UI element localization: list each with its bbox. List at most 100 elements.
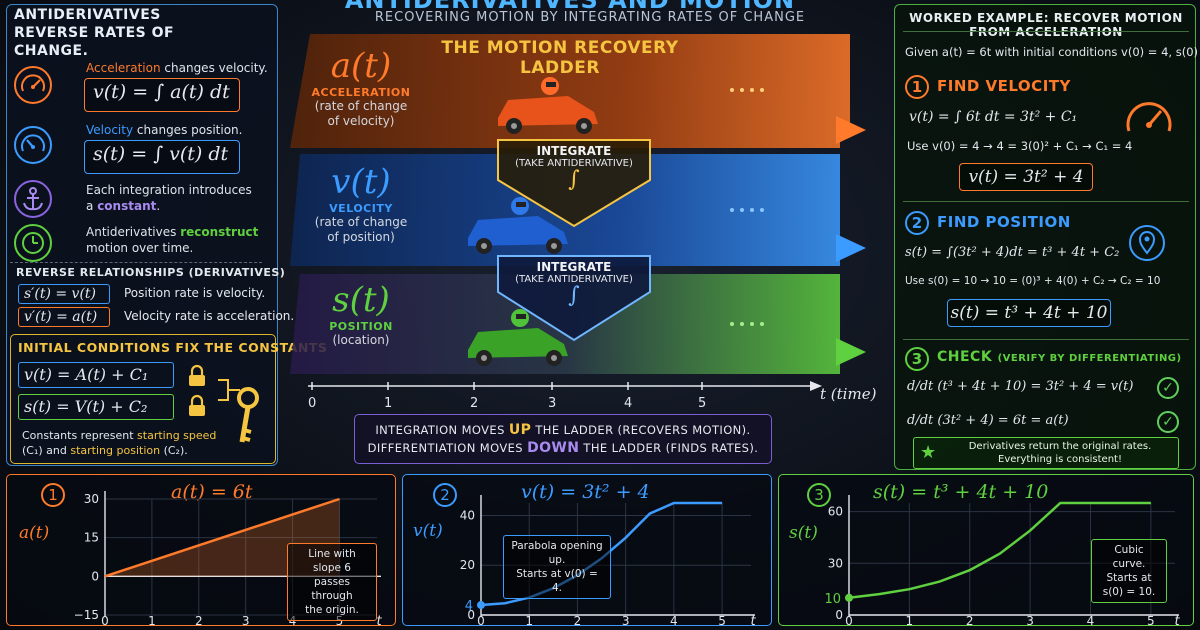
anchor-icon xyxy=(14,180,52,218)
confirm-box: ★ Derivatives return the original rates.… xyxy=(913,437,1179,469)
series-line xyxy=(848,501,1151,600)
time-tick: 4 xyxy=(624,396,633,411)
integrate-label-2: INTEGRATE (TAKE ANTIDERIVATIVE) ∫ xyxy=(515,260,633,308)
graph-1-ylabel: a(t) xyxy=(19,523,50,543)
y-tick-label: 0 xyxy=(467,608,475,622)
x-tick-label: 4 xyxy=(670,614,678,627)
time-tick: 2 xyxy=(470,396,479,411)
green-kart xyxy=(468,309,568,366)
orange-kart xyxy=(498,77,598,134)
location-pin-icon xyxy=(1127,223,1167,267)
clock-icon xyxy=(14,224,52,262)
acceleration-arrowhead xyxy=(836,116,866,144)
we-divider xyxy=(903,31,1189,32)
we-divider xyxy=(903,201,1189,202)
step-1-use: Use v(0) = 4 → 4 = 3(0)² + C₁ → C₁ = 4 xyxy=(907,139,1133,153)
ladder-bands xyxy=(290,34,866,391)
acceleration-chart: 012345t30150−15 xyxy=(74,491,382,627)
position-arrowhead xyxy=(836,338,866,366)
check-1: d/dt (t³ + 4t + 10) = 3t² + 4 = v(t) xyxy=(907,379,1134,394)
we-divider xyxy=(903,339,1189,340)
step-2-result: s(t) = t³ + 4t + 10 xyxy=(947,299,1111,327)
initial-conditions-panel xyxy=(10,334,276,464)
step-3-circle: 3 xyxy=(905,347,929,371)
x-tick-label: 3 xyxy=(622,614,630,627)
x-tick-label: 2 xyxy=(195,614,203,627)
ic-velocity-formula: v(t) = A(t) + C₁ xyxy=(18,362,174,388)
velocity-band-label: v(t) VELOCITY (rate of change of positio… xyxy=(314,162,408,244)
y-tick-label: 40 xyxy=(460,508,475,522)
ic-note: Constants represent starting speed (C₁) … xyxy=(22,429,217,457)
acceleration-band xyxy=(290,34,850,148)
constant-description: Each integration introduces a constant. xyxy=(86,183,252,213)
time-axis-ticks xyxy=(311,382,703,390)
time-tick: 5 xyxy=(698,396,707,411)
worked-example-panel: WORKED EXAMPLE: RECOVER MOTION FROM ACCE… xyxy=(894,4,1200,470)
reverse-relationships-title: REVERSE RELATIONSHIPS (DERIVATIVES) xyxy=(16,266,286,279)
main-title: ANTIDERIVATIVES AND MOTION xyxy=(344,0,796,14)
worked-example-title: WORKED EXAMPLE: RECOVER MOTION FROM ACCE… xyxy=(909,11,1183,39)
y-tick-label: 60 xyxy=(828,505,843,519)
time-tick: 3 xyxy=(548,396,557,411)
subtitle: RECOVERING MOTION BY INTEGRATING RATES O… xyxy=(374,10,806,25)
accel-description: Acceleration changes velocity. xyxy=(86,61,268,75)
x-tick-label: 2 xyxy=(574,614,582,627)
rev-text-velocity: Velocity rate is acceleration. xyxy=(124,309,295,323)
lock-icon-2 xyxy=(186,394,208,422)
graph-2-number: 2 xyxy=(433,483,457,507)
x-tick-label: 0 xyxy=(101,614,109,627)
blue-kart xyxy=(468,197,568,254)
graph-panel-acceleration: 1 a(t) = 6t a(t) 012345t30150−15 Line wi… xyxy=(6,474,396,627)
step-2-use: Use s(0) = 10 → 10 = (0)³ + 4(0) + C₂ → … xyxy=(905,275,1161,287)
x-axis-label: t xyxy=(376,614,382,627)
integrate-label-1: INTEGRATE (TAKE ANTIDERIVATIVE) ∫ xyxy=(515,144,633,192)
gauge-icon xyxy=(14,126,52,164)
step-2-title: FIND POSITION xyxy=(937,213,1071,231)
x-tick-label: 1 xyxy=(906,614,914,627)
x-tick-label: 3 xyxy=(242,614,250,627)
check-icon: ✓ xyxy=(1157,411,1179,433)
ic-position-formula: s(t) = V(t) + C₂ xyxy=(18,394,174,420)
accel-formula: v(t) = ∫ a(t) dt xyxy=(84,78,240,112)
step-1-circle: 1 xyxy=(905,75,929,99)
left-panel-title: ANTIDERIVATIVES REVERSE RATES OF CHANGE. xyxy=(14,7,175,59)
accel-band-label: a(t) ACCELERATION (rate of change of vel… xyxy=(311,46,411,128)
x-tick-label: 1 xyxy=(148,614,156,627)
speed-dots xyxy=(730,88,764,92)
integrate-arrow-2 xyxy=(497,255,651,342)
y-tick-label: 20 xyxy=(460,558,475,572)
y-tick-label: 0 xyxy=(835,608,843,622)
x-tick-label: 0 xyxy=(477,614,485,627)
step-3-title: CHECK (VERIFY BY DIFFERENTIATING) xyxy=(937,349,1182,365)
start-label: 4 xyxy=(465,599,473,614)
x-tick-label: 5 xyxy=(1147,614,1155,627)
ladder-title: THE MOTION RECOVERY LADDER xyxy=(441,38,679,78)
check-2: d/dt (3t² + 4) = 6t = a(t) xyxy=(907,413,1069,428)
y-tick-label: 15 xyxy=(84,531,99,545)
series-line xyxy=(104,497,340,578)
x-tick-label: 1 xyxy=(525,614,533,627)
step-1-title: FIND VELOCITY xyxy=(937,77,1071,95)
position-band-label: s(t) POSITION (location) xyxy=(329,280,393,347)
key-icon xyxy=(214,372,264,456)
graph-3-number: 3 xyxy=(807,483,831,507)
graph-3-title: s(t) = t³ + 4t + 10 xyxy=(873,481,1049,503)
step-1-equation: v(t) = ∫ 6t dt = 3t² + C₁ xyxy=(909,109,1078,125)
x-tick-label: 5 xyxy=(718,614,726,627)
x-tick-label: 2 xyxy=(966,614,974,627)
x-axis-label: t xyxy=(750,614,756,627)
start-label: 10 xyxy=(824,592,841,607)
x-tick-label: 0 xyxy=(845,614,853,627)
y-tick-label: 0 xyxy=(91,569,99,583)
y-tick-label: 30 xyxy=(828,556,843,570)
x-tick-label: 4 xyxy=(1087,614,1095,627)
start-point xyxy=(477,601,485,610)
speedometer-icon xyxy=(14,66,52,104)
check-icon: ✓ xyxy=(1157,377,1179,399)
rev-text-position: Position rate is velocity. xyxy=(124,286,266,300)
